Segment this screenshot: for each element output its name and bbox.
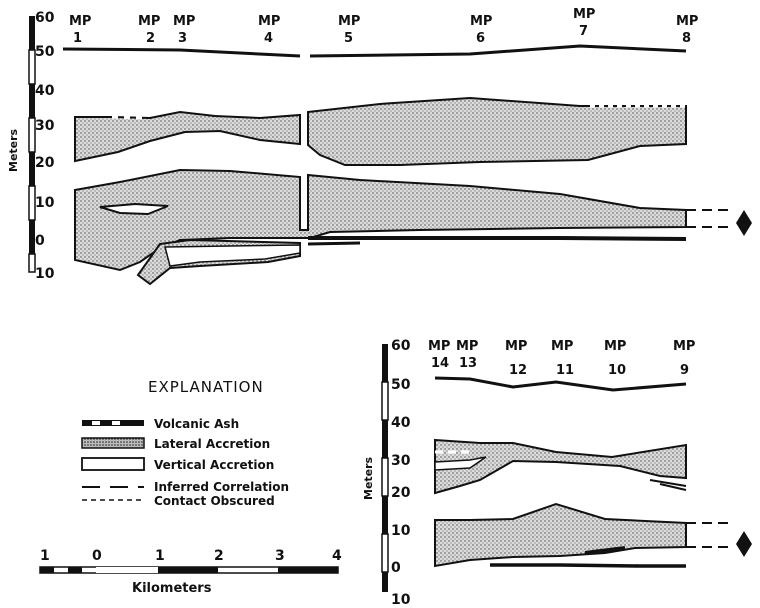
explanation-title: EXPLANATION — [148, 378, 264, 396]
lower-lateral-accretion-body — [435, 504, 686, 566]
lower-tick-minus10: 10 — [391, 592, 411, 608]
upper-lateral-accretion-band-a — [75, 112, 300, 161]
scale-tick-4: 4 — [332, 548, 342, 564]
upper-tick-10: 10 — [35, 195, 55, 211]
mp-12-number: 12 — [509, 363, 527, 378]
mp-3-label: MP — [173, 14, 195, 29]
mp-6-label: MP — [470, 14, 492, 29]
scale-tick-2: 2 — [214, 548, 224, 564]
lower-ground-surface — [435, 378, 686, 390]
upper-tick-60: 60 — [35, 10, 55, 26]
scale-bar: 1 0 1 2 3 4 Kilometers — [40, 548, 342, 596]
mp-5-label: MP — [338, 14, 360, 29]
mp-14-label: MP — [428, 339, 450, 354]
scale-tick-1: 1 — [155, 548, 165, 564]
lower-mp-labels: MP 14 MP 13 MP 12 MP 11 MP 10 MP 9 — [428, 339, 695, 378]
mp-14-number: 14 — [431, 356, 449, 371]
lower-tick-20: 20 — [391, 485, 411, 501]
upper-tick-0: 0 — [35, 233, 45, 249]
upper-tick-40: 40 — [35, 83, 55, 99]
lower-tick-30: 30 — [391, 453, 411, 469]
lower-arrow-icon — [736, 531, 760, 557]
legend-volcanic-ash-label: Volcanic Ash — [154, 417, 239, 431]
upper-arrow-icon — [736, 210, 760, 236]
lower-section: 60 50 40 30 20 10 0 10 Meters MP 14 MP 1… — [362, 338, 760, 608]
upper-tick-50: 50 — [35, 44, 55, 60]
mp-1-label: MP — [69, 14, 91, 29]
lower-tick-10: 10 — [391, 523, 411, 539]
mp-8-number: 8 — [682, 31, 691, 46]
lower-meters-label: Meters — [362, 456, 375, 500]
mp-10-label: MP — [604, 339, 626, 354]
upper-lateral-accretion-band-b — [308, 98, 686, 165]
lower-meters-scale — [382, 344, 388, 592]
mp-3-number: 3 — [178, 31, 187, 46]
upper-section: 60 50 40 30 20 10 0 10 Meters MP 1 MP 2 … — [7, 7, 760, 284]
scale-tick-3: 3 — [275, 548, 285, 564]
mp-2-number: 2 — [146, 31, 155, 46]
legend-lateral-accretion-label: Lateral Accretion — [154, 437, 270, 451]
scale-unit-label: Kilometers — [132, 581, 212, 596]
lower-tick-60: 60 — [391, 338, 411, 354]
lower-tick-0: 0 — [391, 560, 401, 576]
mp-13-number: 13 — [459, 356, 477, 371]
upper-mp-labels: MP 1 MP 2 MP 3 MP 4 MP 5 MP 6 MP 7 MP 8 — [69, 7, 698, 46]
upper-tick-20: 20 — [35, 155, 55, 171]
scale-tick-0: 0 — [92, 548, 102, 564]
mp-6-number: 6 — [476, 31, 485, 46]
mp-10-number: 10 — [608, 363, 626, 378]
upper-volcanic-ash — [308, 238, 686, 239]
mp-11-label: MP — [551, 339, 573, 354]
legend-inferred-correlation-label: Inferred Correlation — [154, 480, 289, 494]
mp-5-number: 5 — [344, 31, 353, 46]
mp-2-label: MP — [138, 14, 160, 29]
mp-9-number: 9 — [680, 363, 689, 378]
upper-meters-label: Meters — [7, 128, 20, 172]
lower-volcanic-ash — [490, 565, 686, 566]
mp-9-label: MP — [673, 339, 695, 354]
mp-7-label: MP — [573, 7, 595, 22]
lower-tick-50: 50 — [391, 377, 411, 393]
legend-vertical-accretion-label: Vertical Accretion — [154, 458, 274, 472]
upper-tick-minus10: 10 — [35, 266, 55, 282]
explanation-legend: EXPLANATION Volcanic Ash Lateral Accreti… — [82, 378, 289, 508]
lower-tick-40: 40 — [391, 415, 411, 431]
legend-contact-obscured-label: Contact Obscured — [154, 494, 275, 508]
upper-tick-30: 30 — [35, 118, 55, 134]
mp-13-label: MP — [456, 339, 478, 354]
mp-11-number: 11 — [556, 363, 574, 378]
upper-ground-surface-east — [310, 46, 686, 56]
mp-8-label: MP — [676, 14, 698, 29]
mp-12-label: MP — [505, 339, 527, 354]
mp-1-number: 1 — [73, 31, 82, 46]
mp-4-number: 4 — [264, 31, 273, 46]
upper-ground-surface — [63, 49, 300, 56]
scale-tick-1-left: 1 — [40, 548, 50, 564]
mp-7-number: 7 — [579, 24, 588, 39]
mp-4-label: MP — [258, 14, 280, 29]
